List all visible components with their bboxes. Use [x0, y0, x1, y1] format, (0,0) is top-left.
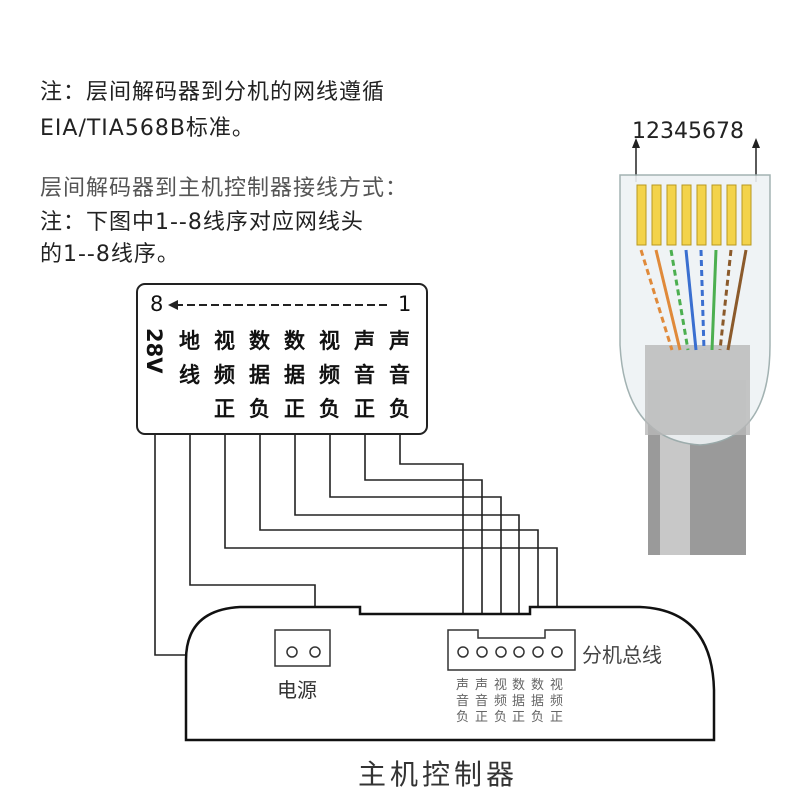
bus-pin-label: 数 — [512, 678, 525, 693]
label-char: 地 — [179, 329, 200, 353]
label-char: 正 — [354, 397, 375, 421]
bus-pin-label: 负 — [456, 710, 469, 725]
bus-pin — [457, 646, 469, 658]
contact-blade — [651, 184, 662, 246]
bus-pin — [551, 646, 563, 658]
bus-pin-label: 据 — [512, 694, 525, 709]
label-num-8: 8 — [150, 292, 163, 316]
bus-pin — [532, 646, 544, 658]
conductor — [726, 249, 748, 351]
contact-blade — [711, 184, 722, 246]
label-char: 正 — [284, 397, 305, 421]
bus-label: 分机总线 — [582, 643, 662, 667]
controller-title: 主机控制器 — [358, 758, 518, 791]
arrow-head-icon — [168, 300, 178, 310]
power-pin-1 — [286, 646, 298, 658]
wire — [259, 434, 539, 647]
note-line-3: 层间解码器到主机控制器接线方式： — [40, 176, 409, 201]
bus-pin-label: 正 — [475, 710, 488, 725]
bus-pin — [495, 646, 507, 658]
bus-pin-label: 正 — [550, 710, 563, 725]
label-box — [136, 283, 428, 435]
conductor — [684, 249, 698, 351]
label-char: 视 — [214, 329, 235, 353]
contact-blade — [636, 184, 647, 246]
wire — [399, 434, 464, 647]
contact-blade — [726, 184, 737, 246]
label-char: 据 — [284, 363, 305, 387]
wires — [154, 434, 558, 656]
contact-blade — [741, 184, 752, 246]
bus-pin-label: 数 — [531, 678, 544, 693]
label-char: 频 — [214, 363, 235, 387]
contact-blade — [696, 184, 707, 246]
conductor — [669, 249, 690, 351]
contact-blade — [666, 184, 677, 246]
bus-pin-label: 视 — [550, 678, 563, 693]
conductor — [718, 249, 733, 351]
wire — [294, 434, 520, 647]
bus-pin-label: 频 — [550, 694, 563, 709]
note-line-4: 注：下图中1--8线序对应网线头 — [40, 210, 364, 235]
label-char: 数 — [284, 329, 306, 353]
label-char: 负 — [319, 397, 340, 421]
power-pin-2 — [309, 646, 321, 658]
label-char: 视 — [319, 329, 340, 353]
label-char: 正 — [214, 397, 235, 421]
note-line-5: 的1--8线序。 — [40, 242, 180, 267]
label-char: 线 — [179, 363, 200, 387]
conductor — [710, 249, 718, 351]
bus-pin-label: 据 — [531, 694, 544, 709]
bus-pin-label: 声 — [456, 678, 469, 693]
bus-pin-label: 负 — [494, 710, 507, 725]
label-char: 频 — [319, 363, 340, 387]
rj45-connector: 12345678 — [619, 119, 771, 555]
label-char: 音 — [354, 363, 375, 387]
bus-pin-label: 正 — [512, 710, 525, 725]
label-28v: 28V — [142, 328, 166, 374]
label-char: 声 — [353, 329, 375, 353]
pin-numbers: 12345678 — [632, 119, 744, 144]
label-char: 负 — [389, 397, 410, 421]
power-label: 电源 — [277, 678, 317, 702]
conductor — [699, 249, 706, 351]
power-terminal — [274, 629, 331, 667]
bus-pin-label: 音 — [456, 693, 469, 709]
conductor — [639, 249, 674, 351]
label-char: 声 — [388, 329, 410, 353]
label-char: 负 — [249, 397, 270, 421]
controller-body — [184, 605, 716, 742]
label-char: 数 — [249, 329, 271, 353]
note-line-2: EIA/TIA568B标准。 — [40, 116, 255, 141]
bus-pin-label: 视 — [494, 678, 507, 693]
contact-blade — [681, 184, 692, 246]
bus-pin-label: 声 — [475, 678, 488, 693]
wire — [224, 434, 558, 647]
wire — [329, 434, 502, 647]
label-char: 音 — [389, 363, 410, 387]
bus-pin-label: 负 — [531, 710, 544, 725]
note-line-1: 注：层间解码器到分机的网线遵循 — [40, 80, 386, 105]
conductor — [654, 249, 682, 351]
bus-pin — [513, 646, 525, 658]
label-num-1: 1 — [398, 292, 411, 316]
bus-pin — [476, 646, 488, 658]
bus-pin-label: 频 — [494, 694, 507, 709]
bus-pin-label: 音 — [475, 693, 488, 709]
wire — [364, 434, 483, 647]
label-char: 据 — [249, 363, 270, 387]
bus-terminal — [447, 629, 576, 671]
